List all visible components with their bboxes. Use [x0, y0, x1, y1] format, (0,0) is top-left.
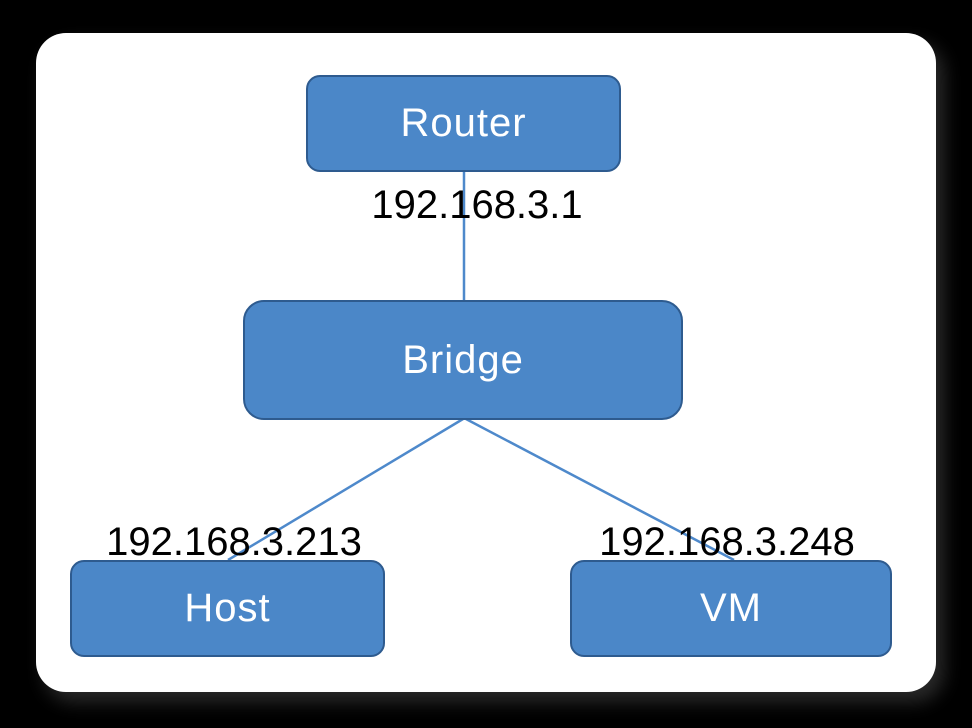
node-router: Router [306, 75, 621, 172]
node-vm-label: VM [700, 586, 762, 630]
ip-label-vm: 192.168.3.248 [599, 520, 855, 564]
ip-label-router: 192.168.3.1 [371, 183, 583, 227]
node-host-label: Host [184, 586, 271, 630]
node-vm: VM [570, 560, 892, 657]
node-router-label: Router [400, 101, 527, 145]
ip-label-host: 192.168.3.213 [106, 520, 362, 564]
node-host: Host [70, 560, 385, 657]
node-bridge: Bridge [243, 300, 683, 420]
node-bridge-label: Bridge [402, 337, 524, 382]
